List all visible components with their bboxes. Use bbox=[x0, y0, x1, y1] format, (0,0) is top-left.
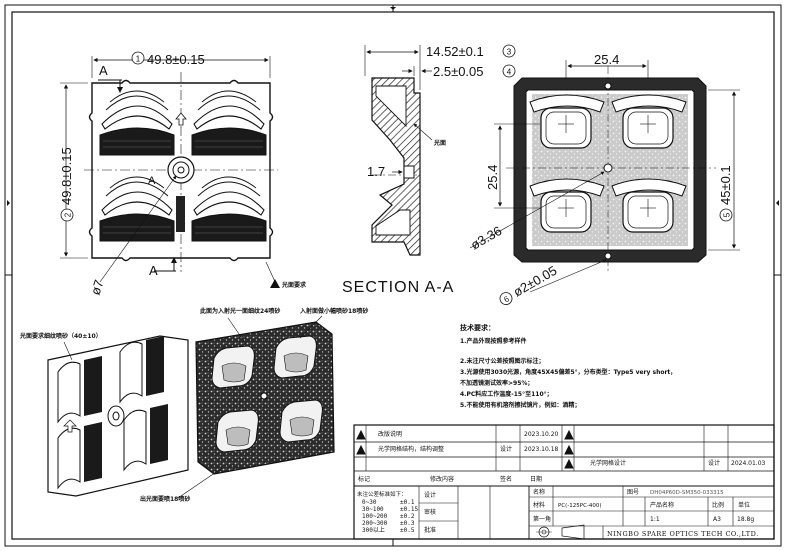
title-block-text: 改版说明 2023.10.20 光学网格结构，结构调整 2023.10.18 设… bbox=[357, 430, 766, 538]
dim-pin-hole: ø3.36 bbox=[468, 223, 504, 253]
label-unit: 单位 bbox=[738, 501, 750, 509]
weight-value: 18.8g bbox=[737, 516, 754, 523]
tol-range-4: 200~300 bbox=[362, 520, 388, 527]
dim-pitch-y: 25.4 bbox=[485, 165, 500, 190]
tol-value-2: ±0.15 bbox=[400, 506, 418, 513]
lens-cell bbox=[99, 90, 175, 156]
side-section-view: 光面 bbox=[371, 77, 446, 256]
front-dims: 1 49.8±0.15 2 49.8±0.15 A A A ø7 光面要求 bbox=[59, 51, 307, 297]
label-ratio: 比例 bbox=[712, 501, 724, 509]
front-hatch-note: 光面要求 bbox=[281, 281, 307, 289]
rev-right-desc: 光学网格设计 bbox=[590, 459, 626, 467]
tech-note-line-3: 3.光源使用3030光源，角度45X45偏差5°，分布类型：Type5 very… bbox=[460, 368, 676, 376]
iso-left-note: 光面要求细纹喷砂（40±10） bbox=[19, 332, 102, 340]
label-edit: 修改内容 bbox=[430, 475, 454, 483]
size-value: A3 bbox=[713, 516, 721, 523]
label-angle: 第一角 bbox=[533, 515, 551, 523]
tol-value-5: ±0.5 bbox=[400, 527, 415, 534]
iso-view-rear: 此面为入射光一面细纹24喷砂 入射面做小幅喷砂18喷砂 出光面要喷18喷砂 bbox=[140, 307, 368, 503]
title-block bbox=[353, 424, 775, 540]
scale-value: 1:1 bbox=[650, 516, 660, 523]
tech-note-line-2: 2.未注尺寸公差按照图示标注； bbox=[460, 357, 544, 365]
tol-range-1: 0~30 bbox=[362, 499, 377, 506]
tol-value-3: ±0.2 bbox=[400, 513, 415, 520]
section-mark-top: A bbox=[99, 63, 108, 78]
rev-2-desc: 光学网格结构，结构调整 bbox=[378, 445, 444, 453]
rev-right-date: 2024.01.03 bbox=[731, 460, 766, 467]
rev-2-date: 2023.10.18 bbox=[524, 446, 559, 453]
rev-1-date: 2023.10.20 bbox=[524, 431, 559, 438]
dim-pin-dia: ø2±0.05 bbox=[511, 263, 560, 300]
section-title: SECTION A-A bbox=[342, 279, 454, 296]
rev-right-sign-label: 设计 bbox=[708, 459, 720, 467]
rev-1-desc: 改版说明 bbox=[378, 430, 402, 438]
dim-pitch-x: 25.4 bbox=[594, 52, 619, 67]
label-signer: 签名 bbox=[500, 475, 512, 483]
dim-hole-dia: ø7 bbox=[88, 278, 107, 297]
label-check: 审核 bbox=[424, 508, 436, 516]
label-design: 设计 bbox=[424, 491, 436, 499]
tech-note-line-1: 1.产品外观按照参考样件 bbox=[460, 337, 526, 345]
tol-range-3: 100~200 bbox=[362, 513, 388, 520]
dim-top-width-no: 1 bbox=[136, 55, 141, 64]
dim-top-width: 49.8±0.15 bbox=[147, 52, 205, 67]
iso-view-front: 光面要求细纹喷砂（40±10） bbox=[19, 332, 189, 497]
label-material: 材料 bbox=[533, 501, 545, 509]
tech-note-line-4: 不加透镜测试效率>95%； bbox=[460, 379, 533, 387]
company-name: NINGBO SPARE OPTICS TECH CO.,LTD. bbox=[607, 530, 759, 538]
tol-range-2: 30~100 bbox=[362, 506, 384, 513]
tech-note-line-6: 5.不能使用有机溶剂擦拭镜片，例如：酒精； bbox=[460, 401, 580, 409]
iso-top-left-note: 此面为入射光一面细纹24喷砂 bbox=[200, 307, 280, 315]
label-name: 名称 bbox=[533, 488, 545, 496]
label-date: 日期 bbox=[530, 475, 542, 483]
dim-side-step: 1.7 bbox=[367, 164, 385, 179]
dim-left-height: 49.8±0.15 bbox=[59, 147, 74, 205]
iso-top-right-note: 入射面做小幅喷砂18喷砂 bbox=[299, 307, 368, 315]
section-mark-bottom: A bbox=[149, 263, 158, 278]
tol-value-1: ±0.1 bbox=[400, 499, 415, 506]
label-mark: 标记 bbox=[358, 475, 370, 483]
tol-value-4: ±0.3 bbox=[400, 520, 415, 527]
product-name-label: 产品名称 bbox=[650, 501, 674, 509]
side-dims: 14.52±0.1 3 2.5±0.05 4 1.7 bbox=[364, 44, 516, 179]
label-approve: 批准 bbox=[424, 526, 436, 534]
section-mark-center: A bbox=[148, 175, 156, 187]
tolerance-title: 未注公差标准如下： bbox=[357, 490, 407, 498]
iso-bottom-note: 出光面要喷18喷砂 bbox=[140, 495, 190, 503]
side-label: 光面 bbox=[433, 139, 446, 147]
technical-notes: 技术要求： 1.产品外观按照参考样件 2.未注尺寸公差按照图示标注； 3.光源使… bbox=[460, 323, 676, 409]
material-value: PC(-125PC-400) bbox=[558, 503, 602, 509]
dim-side-total: 14.52±0.1 bbox=[426, 44, 484, 59]
part-number: DH04P60D-SM350-033315 bbox=[650, 490, 724, 496]
dim-side-total-no: 3 bbox=[507, 48, 512, 57]
front-view bbox=[84, 72, 280, 288]
dim-pin-dia-no: 6 bbox=[502, 294, 511, 304]
dim-side-flange-no: 4 bbox=[507, 68, 512, 77]
dim-side-flange: 2.5±0.05 bbox=[433, 64, 484, 79]
dim-outer-height-no: 5 bbox=[723, 212, 732, 217]
label-drawing-no: 图号 bbox=[627, 489, 639, 496]
dim-left-height-no: 2 bbox=[64, 212, 73, 217]
rear-lens-cell bbox=[529, 94, 605, 149]
rev-2-signer: 设计 bbox=[500, 445, 512, 453]
tol-range-5: 300以上 bbox=[362, 526, 385, 534]
tech-note-line-5: 4.PC料应工作温度-15°至110°； bbox=[460, 390, 553, 398]
rear-view bbox=[506, 66, 716, 272]
tech-notes-title: 技术要求： bbox=[460, 323, 495, 332]
dim-outer-height: 45±0.1 bbox=[718, 165, 733, 205]
